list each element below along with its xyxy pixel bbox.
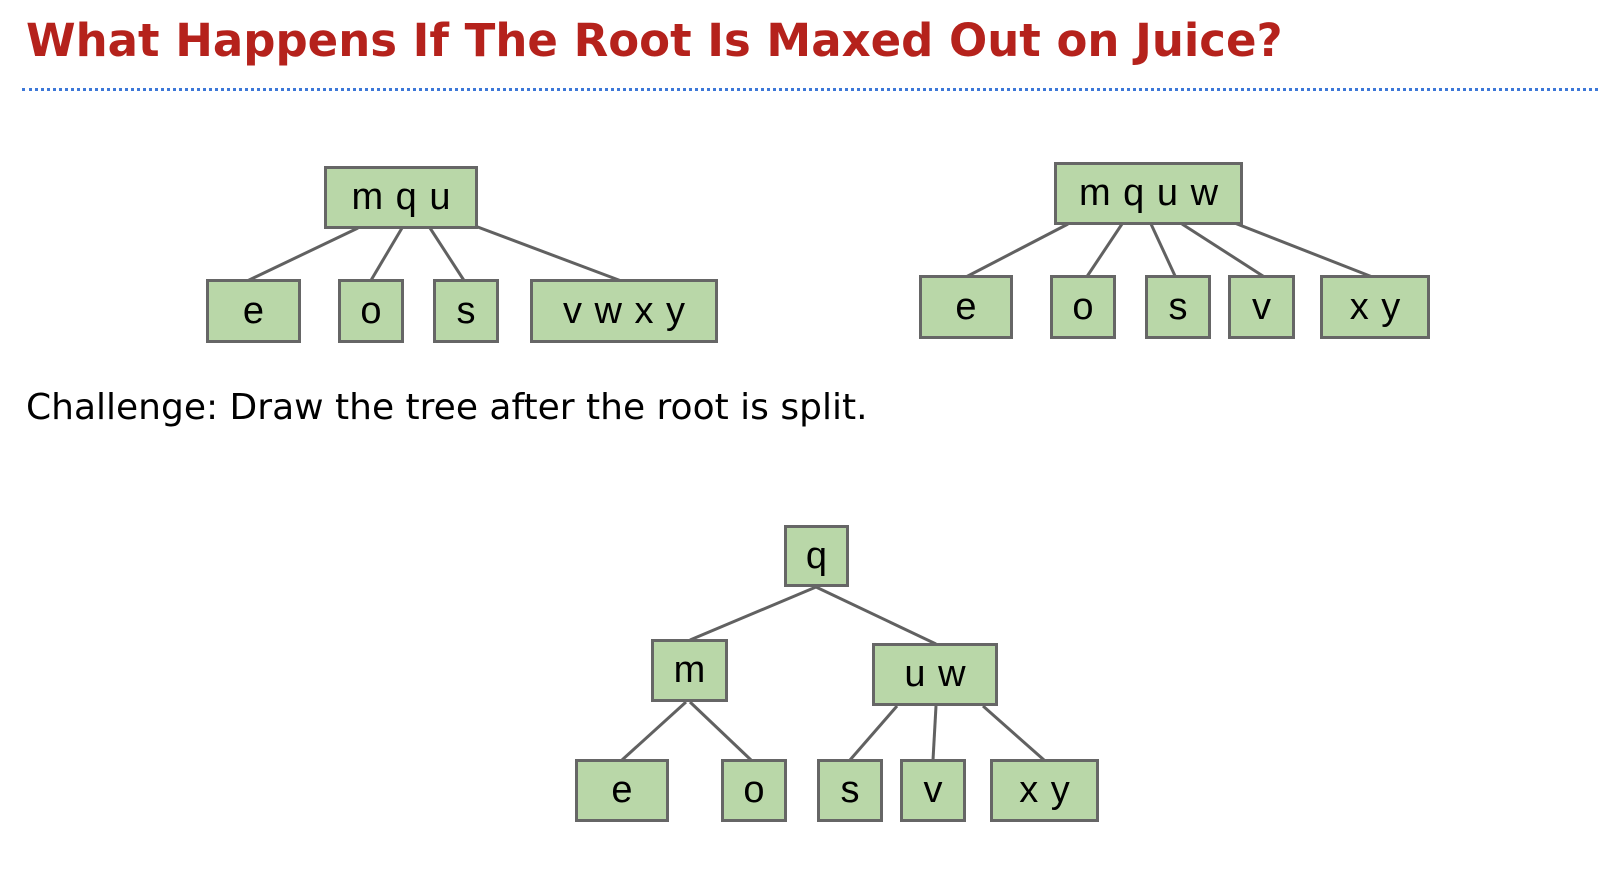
edge-t3-uw-s <box>848 705 899 761</box>
tree1-leaf-vwxy: v w x y <box>530 279 718 343</box>
tree3-leaf-e: e <box>575 759 669 822</box>
challenge-text: Challenge: Draw the tree after the root … <box>26 387 868 428</box>
title-divider <box>22 88 1598 91</box>
edge-t3-m-e <box>620 700 688 762</box>
edge-t1-root-e <box>244 226 359 284</box>
edge-t1-root-o <box>368 227 404 283</box>
tree1-leaf-s: s <box>433 279 499 343</box>
tree3-internal-uw: u w <box>872 643 998 706</box>
edge-t2-root-v <box>1181 222 1267 280</box>
tree2-leaf-xy: x y <box>1320 275 1430 339</box>
slide-title: What Happens If The Root Is Maxed Out on… <box>26 14 1283 67</box>
edge-t2-root-e <box>963 222 1069 280</box>
tree3-leaf-xy: x y <box>990 759 1099 822</box>
tree3-leaf-s: s <box>817 759 883 822</box>
edge-t3-q-uw <box>815 585 937 646</box>
tree2-root-node: m q u w <box>1054 162 1243 225</box>
edge-t3-uw-xy <box>982 704 1045 762</box>
tree2-leaf-s: s <box>1145 275 1211 339</box>
tree3-internal-m: m <box>651 639 728 702</box>
tree3-root-node: q <box>784 525 849 587</box>
edge-t1-root-s <box>428 227 467 283</box>
tree2-leaf-e: e <box>919 275 1013 339</box>
tree3-leaf-o: o <box>721 759 787 822</box>
tree1-root-node: m q u <box>324 166 478 229</box>
edge-t1-root-vwxy <box>474 224 625 284</box>
edge-t3-uw-v <box>931 705 938 761</box>
tree3-leaf-v: v <box>900 759 966 822</box>
edge-t2-root-o <box>1084 223 1124 279</box>
edge-t2-root-xy <box>1231 220 1376 280</box>
tree1-leaf-e: e <box>206 279 301 343</box>
tree2-leaf-o: o <box>1050 275 1116 339</box>
edge-t2-root-s <box>1149 223 1178 279</box>
edge-t3-m-o <box>688 700 753 762</box>
edge-t3-q-m <box>689 585 817 642</box>
tree2-leaf-v: v <box>1228 275 1295 339</box>
tree1-leaf-o: o <box>338 279 404 343</box>
